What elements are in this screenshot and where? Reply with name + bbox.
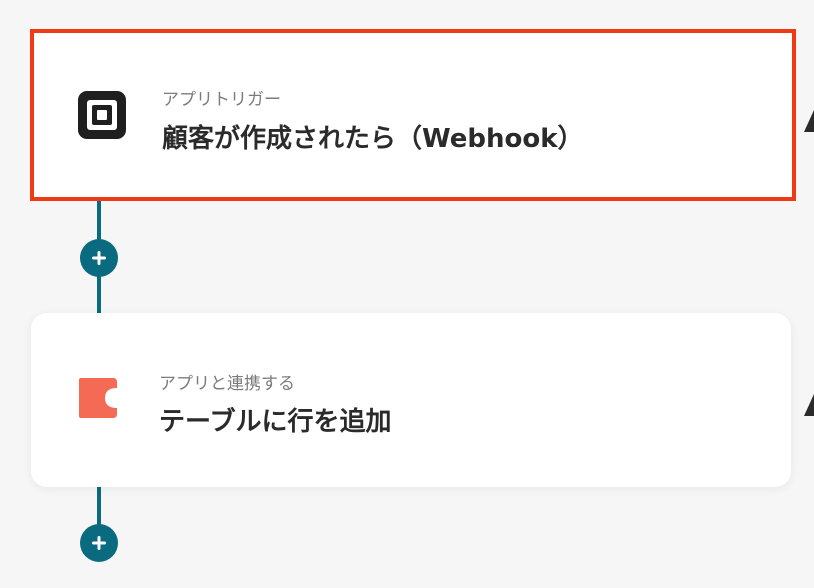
action-step-card[interactable]: アプリと連携する テーブルに行を追加 — [31, 313, 791, 487]
coda-app-icon — [75, 374, 123, 422]
flow-connector-top — [97, 200, 101, 260]
trigger-step-card[interactable]: アプリトリガー 顧客が作成されたら（Webhook） — [30, 29, 796, 201]
step-title: 顧客が作成されたら（Webhook） — [162, 124, 584, 154]
plus-icon — [92, 536, 106, 550]
step-type-label: アプリと連携する — [159, 374, 295, 394]
add-step-button[interactable] — [80, 239, 118, 277]
edge-marker-icon — [804, 394, 814, 416]
plus-icon — [92, 251, 106, 265]
flow-connector-bottom — [97, 486, 101, 546]
step-type-label: アプリトリガー — [162, 90, 281, 110]
add-step-button[interactable] — [80, 524, 118, 562]
step-title: テーブルに行を追加 — [159, 407, 392, 437]
edge-marker-icon — [804, 110, 814, 132]
square-app-icon — [78, 91, 126, 139]
flow-connector-middle — [97, 258, 101, 314]
